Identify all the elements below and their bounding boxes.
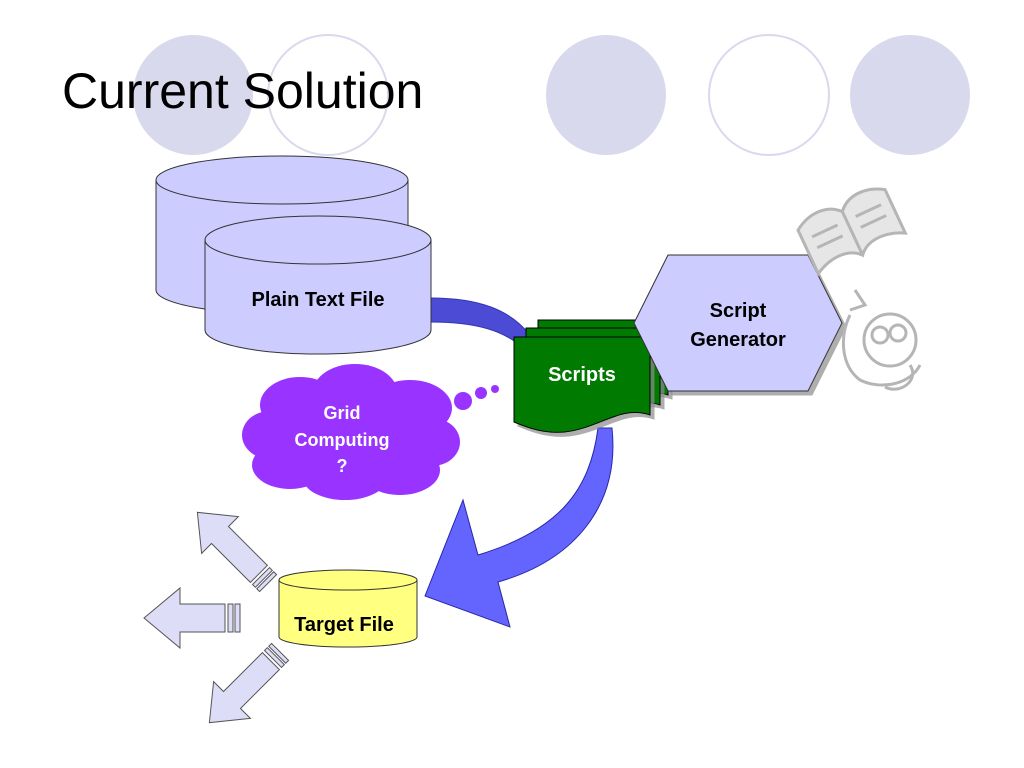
decor-circle-2 xyxy=(267,34,389,156)
grid-computing-label-line1: Grid xyxy=(323,403,360,423)
grid-computing-label-line3: ? xyxy=(337,456,348,476)
decor-circle-3 xyxy=(546,35,666,155)
grid-computing-label-line2: Computing xyxy=(295,430,390,450)
scripts-to-target-arrow xyxy=(424,427,614,628)
script-generator-label-line1: Script xyxy=(710,300,767,322)
person-reading-clipart-icon xyxy=(841,289,922,391)
thought-bubble-large xyxy=(454,392,472,410)
script-generator-label-line2: Generator xyxy=(690,329,786,351)
plain-text-file-label: Plain Text File xyxy=(252,289,385,311)
thought-bubble-small xyxy=(491,385,499,393)
scripts-label: Scripts xyxy=(548,364,616,386)
output-arrow-up-left xyxy=(196,511,278,593)
grid-computing-cloud xyxy=(242,364,460,500)
script-generator-hexagon xyxy=(633,254,843,392)
scripts-document-stack xyxy=(513,319,669,433)
decor-circle-1 xyxy=(133,35,253,155)
output-arrow-down-left xyxy=(208,642,290,724)
slide-title: Current Solution xyxy=(62,63,424,119)
book-clipart-icon xyxy=(796,187,908,277)
output-arrow-left xyxy=(143,586,241,650)
plain-text-file-cylinder xyxy=(204,215,432,355)
decor-circle-5 xyxy=(850,35,970,155)
thought-bubble-medium xyxy=(475,387,487,399)
target-file-cylinder xyxy=(278,569,418,648)
target-file-label: Target File xyxy=(294,614,394,636)
decor-circle-4 xyxy=(708,34,830,156)
